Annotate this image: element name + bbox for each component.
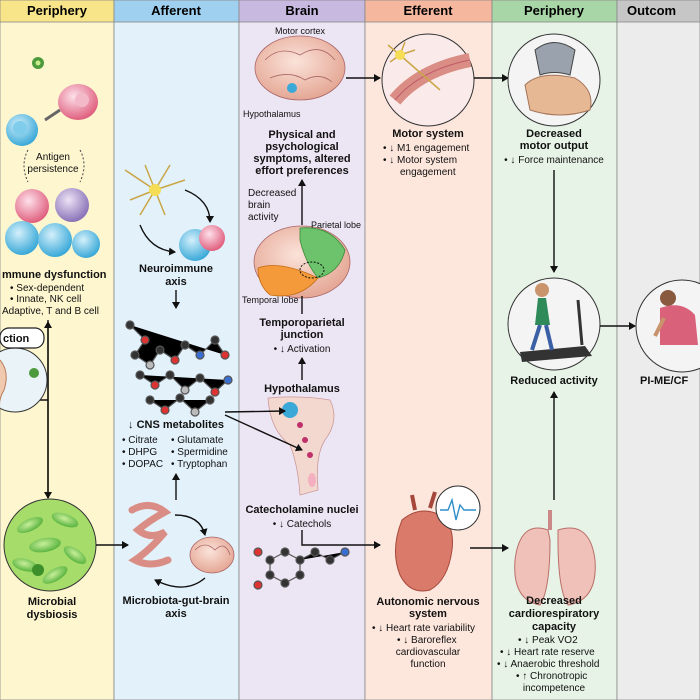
infection-illustration — [0, 327, 48, 413]
cns-right-3: • Tryptophan — [171, 459, 227, 470]
motor-output-item: • ↓ Force maintenance — [504, 155, 604, 166]
reduced-activity-label: Reduced activity — [510, 375, 598, 387]
motor-item-3: engagement — [400, 167, 456, 178]
cns-left-1: • Citrate — [122, 435, 158, 446]
cardio-item-2: • ↓ Heart rate reserve — [500, 647, 595, 658]
motor-item-1: • ↓ M1 engagement — [383, 143, 470, 154]
cns-metabolites-molecules — [125, 320, 233, 417]
cns-metabolites-title: ↓ CNS metabolites — [128, 419, 224, 431]
header-afferent: Afferent — [151, 3, 202, 18]
tpj-line-2: junction — [280, 329, 324, 341]
catecholamine-item: • ↓ Catechols — [273, 519, 332, 530]
hypothalamus-small-label: Hypothalamus — [243, 109, 301, 119]
decreased-brain-activity-2: brain — [248, 200, 270, 211]
motor-output-line-1: Decreased — [526, 128, 582, 140]
neuroimmune-illustration — [124, 164, 225, 261]
symptoms-line-2: psychological — [265, 141, 338, 153]
header-efferent: Efferent — [403, 3, 453, 18]
symptoms-line-3: symptoms, altered — [253, 153, 350, 165]
cardio-item-1: • ↓ Peak VO2 — [518, 635, 578, 646]
immune-dysfunction-title: mmune dysfunction — [2, 269, 107, 281]
gut-brain-illustration — [128, 502, 235, 588]
tpj-item: • ↓ Activation — [274, 344, 331, 355]
decreased-brain-activity-1: Decreased — [248, 188, 296, 199]
header-outcome: Outcom — [627, 3, 676, 18]
gut-brain-line-1: Microbiota-gut-brain — [123, 595, 230, 607]
neuroimmune-line-2: axis — [165, 276, 186, 288]
ans-item-4: function — [410, 659, 445, 670]
motor-cortex-label: Motor cortex — [275, 26, 326, 36]
hand-grip-illustration — [507, 33, 601, 127]
immune-cells-illustration — [5, 188, 100, 258]
motor-system-illustration — [381, 33, 475, 127]
immune-item-2: • Innate, NK cell — [10, 294, 81, 305]
catecholamine-title: Catecholamine nuclei — [245, 504, 358, 516]
neuroimmune-line-1: Neuroimmune — [139, 263, 213, 275]
catechol-molecule — [253, 547, 350, 590]
header-periphery-right: Periphery — [524, 3, 585, 18]
column-headers: Periphery Afferent Brain Efferent Periph… — [0, 0, 700, 23]
lungs-illustration — [514, 510, 596, 606]
symptoms-line-1: Physical and — [268, 129, 335, 141]
outcome-label: PI-ME/CF — [640, 375, 689, 387]
parietal-lobe-label: Parietal lobe — [311, 220, 361, 230]
motor-system-title: Motor system — [392, 128, 464, 140]
antigen-line-2: persistence — [27, 164, 79, 175]
ans-line-2: system — [409, 608, 447, 620]
ans-item-2: • ↓ Baroreflex — [397, 635, 457, 646]
motor-output-line-2: motor output — [520, 140, 589, 152]
ans-item-3: cardiovascular — [396, 647, 461, 658]
ans-line-1: Autonomic nervous — [376, 596, 479, 608]
immune-item-3: Adaptive, T and B cell — [2, 306, 99, 317]
cardio-item-4: • ↑ Chronotropic — [516, 671, 587, 682]
motor-item-2: • ↓ Motor system — [383, 155, 457, 166]
cns-right-1: • Glutamate — [171, 435, 224, 446]
header-periphery-left: Periphery — [27, 3, 88, 18]
cardio-line-1: Decreased — [526, 595, 582, 607]
brain-sagittal-illustration — [254, 35, 346, 101]
immune-item-1: • Sex-dependent — [10, 283, 84, 294]
cardio-line-3: capacity — [532, 621, 577, 633]
antigen-line-1: Antigen — [36, 152, 70, 163]
arrow-catecholamine-to-ans — [301, 530, 381, 549]
microbial-line-2: dysbiosis — [27, 609, 78, 621]
ans-item-1: • ↓ Heart rate variability — [372, 623, 475, 634]
gut-brain-line-2: axis — [165, 608, 186, 620]
antigen-illustration — [6, 57, 98, 146]
cns-left-3: • DOPAC — [122, 459, 163, 470]
cardio-item-3: • ↓ Anaerobic threshold — [497, 659, 599, 670]
header-brain: Brain — [285, 3, 318, 18]
microbial-line-1: Microbial — [28, 596, 76, 608]
cns-right-2: • Spermidine — [171, 447, 228, 458]
decreased-brain-activity-3: activity — [248, 212, 279, 223]
outcome-illustration — [635, 279, 700, 373]
symptoms-line-4: effort preferences — [255, 165, 349, 177]
treadmill-illustration — [507, 277, 601, 371]
temporal-lobe-label: Temporal lobe — [242, 295, 299, 305]
microbial-dysbiosis-illustration — [3, 498, 97, 592]
heart-illustration — [395, 485, 481, 592]
infection-label: ction — [3, 333, 30, 345]
cardio-item-5: incompetence — [523, 683, 586, 694]
tpj-line-1: Temporoparietal — [259, 317, 344, 329]
cns-left-2: • DHPG — [122, 447, 157, 458]
cardio-line-2: cardiorespiratory — [509, 608, 600, 620]
brain-lateral-illustration — [253, 225, 351, 299]
hypothalamus-title: Hypothalamus — [264, 383, 340, 395]
